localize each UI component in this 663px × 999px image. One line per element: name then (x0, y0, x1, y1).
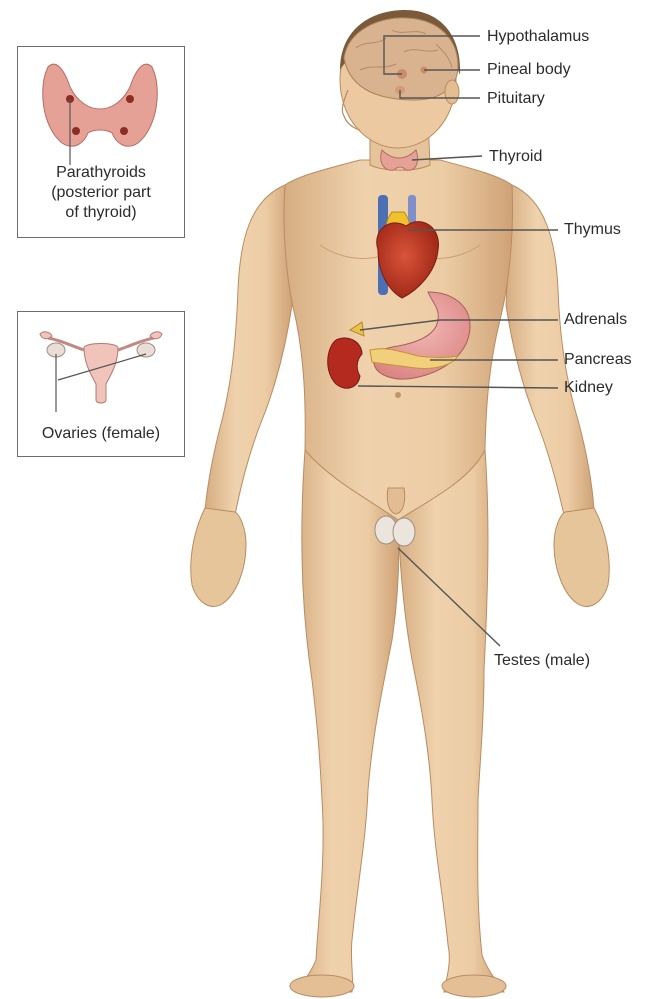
uterus-ovaries-illustration (18, 312, 184, 422)
label-pancreas: Pancreas (564, 351, 632, 369)
parathyroid-caption: Parathyroids (posterior part of thyroid) (18, 163, 184, 223)
ovaries-caption: Ovaries (female) (18, 424, 184, 444)
label-adrenals: Adrenals (564, 311, 627, 329)
parathyroid-caption-line-1: Parathyroids (18, 163, 184, 183)
parathyroid-caption-line-2: (posterior part (18, 183, 184, 203)
parathyroid-dot (126, 95, 134, 103)
right-hand (554, 508, 609, 606)
label-testes: Testes (male) (494, 652, 590, 670)
thyroid-posterior-illustration (18, 47, 184, 167)
label-pituitary: Pituitary (487, 90, 545, 108)
parathyroid-inset: Parathyroids (posterior part of thyroid) (17, 46, 185, 238)
left-arm (205, 185, 292, 515)
left-foot (290, 975, 354, 997)
parathyroid-caption-line-3: of thyroid) (18, 203, 184, 223)
ear (445, 80, 459, 104)
left-hand (191, 508, 246, 606)
parathyroid-dot (120, 127, 128, 135)
thyroid-lobes (43, 64, 158, 146)
navel (395, 392, 401, 398)
label-thymus: Thymus (564, 221, 621, 239)
parathyroid-dot (72, 127, 80, 135)
label-thyroid: Thyroid (489, 148, 542, 166)
testis-right (393, 518, 415, 546)
ovaries-inset: Ovaries (female) (17, 311, 185, 457)
ovary-right (137, 343, 155, 357)
kidney (328, 338, 362, 388)
label-hypothalamus: Hypothalamus (487, 28, 589, 46)
uterus (84, 344, 118, 404)
label-kidney: Kidney (564, 379, 613, 397)
label-pineal-body: Pineal body (487, 61, 571, 79)
fimbriae (40, 332, 162, 339)
right-foot (442, 975, 506, 997)
